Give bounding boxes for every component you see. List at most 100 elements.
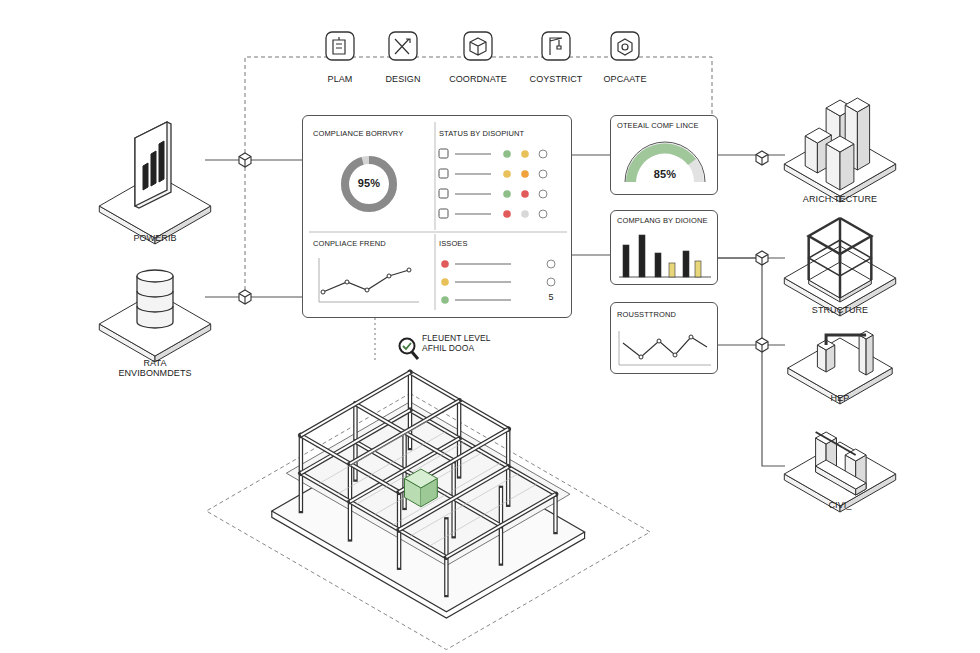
stroke [521, 170, 529, 178]
node-label: STRUCTURE [785, 305, 895, 315]
stroke [816, 432, 856, 455]
node-figure [105, 100, 205, 245]
cube-marker [239, 153, 251, 167]
node-label: COYSTRICT [524, 74, 588, 84]
connector [205, 159, 302, 160]
divider [435, 234, 436, 310]
bar [669, 263, 675, 277]
connector [205, 296, 302, 297]
icon-node: DESIGN [371, 30, 435, 88]
stroke [539, 190, 547, 198]
value-text: 95% [339, 177, 399, 190]
beam [553, 494, 558, 532]
building-line [405, 469, 438, 488]
stroke [689, 335, 693, 339]
cube-marker [239, 157, 251, 168]
node-figure [433, 122, 567, 232]
callout-label: FLEUENT LEVEL AFHIL DOOA [422, 334, 514, 354]
beam [301, 372, 410, 435]
node-figure [785, 222, 895, 319]
building-line [286, 402, 570, 566]
stroke [503, 170, 511, 178]
bar [623, 245, 629, 277]
node-label: RATA ENVIBONMDETS [115, 358, 195, 379]
box-face [816, 460, 867, 489]
stroke [521, 210, 529, 218]
card [135, 122, 171, 208]
icon-node: COORDNATE [446, 30, 510, 88]
box-face [866, 335, 873, 375]
magnifier [400, 339, 415, 354]
icon-frame [542, 32, 570, 60]
beam [399, 429, 508, 492]
stroke [673, 353, 677, 357]
stroke [319, 258, 419, 302]
dashboard-section: COMPLIANCE BORRVRY95% [309, 122, 429, 232]
cube-marker [756, 251, 768, 265]
node-label: OPCAATE [593, 74, 657, 84]
stroke [321, 290, 325, 294]
stroke [439, 189, 448, 198]
stroke [622, 44, 628, 50]
stroke [387, 274, 391, 278]
value-text: 5 [543, 292, 559, 302]
box-face [784, 442, 895, 506]
cube-marker [756, 151, 768, 165]
pipe [826, 335, 866, 345]
node-label: PLAM [308, 74, 372, 84]
icon-node: POWERIB [105, 100, 205, 247]
stroke [539, 210, 547, 218]
stroke [455, 299, 511, 301]
icon-node: RATA ENVIBONMDETS [105, 262, 205, 387]
stroke [521, 190, 529, 198]
stroke [407, 268, 411, 272]
icon-glyph [618, 39, 632, 55]
stroke [521, 150, 529, 158]
stroke [455, 213, 491, 215]
floor-grid [374, 452, 483, 515]
stroke [345, 280, 349, 284]
icon-node: PLAM [308, 30, 372, 88]
dashboard-panel: ROUSSTTROND [610, 302, 718, 374]
stroke [441, 260, 449, 268]
dashboard-section: CONPLIACE FREND [309, 234, 429, 312]
icon-node: STRUCTURE [785, 222, 895, 319]
stroke [455, 193, 491, 195]
box-face [845, 98, 869, 112]
cylinder [137, 270, 173, 282]
node-figure [105, 262, 205, 387]
node-label: OTEEAIL COMF LINCE [617, 122, 713, 131]
cube-marker [756, 338, 768, 352]
stroke [137, 291, 173, 312]
icon-frame [464, 32, 492, 60]
stroke [441, 296, 449, 304]
icon-frame [326, 32, 354, 60]
connector [572, 254, 610, 255]
dashboard-section: STATUS BY DISOPIUNT [433, 122, 567, 232]
stroke [439, 149, 448, 158]
floor-grid [392, 463, 501, 526]
connector [718, 344, 785, 345]
bar [683, 251, 689, 277]
floor-grid [428, 484, 537, 547]
beam [809, 218, 872, 254]
bar [695, 261, 701, 277]
dashboard-section: ISSOES5 [433, 234, 567, 312]
check-mark [403, 343, 411, 349]
icon-node: CIVI_ [785, 428, 895, 514]
stroke [455, 263, 511, 265]
cube-marker [239, 290, 251, 304]
bar [639, 235, 645, 277]
beam [809, 240, 872, 276]
icon-glyph [333, 37, 345, 54]
icon-node: HEP [785, 330, 895, 406]
stroke [455, 173, 491, 175]
stroke [639, 355, 643, 359]
stroke [503, 190, 511, 198]
dashboard-panel: OTEEAIL COMF LINCE85% [610, 115, 718, 195]
node-label: CONPLIACE FREND [313, 240, 425, 249]
cube-marker [756, 342, 768, 353]
stroke [455, 281, 511, 283]
stroke [547, 278, 555, 286]
stroke [503, 150, 511, 158]
